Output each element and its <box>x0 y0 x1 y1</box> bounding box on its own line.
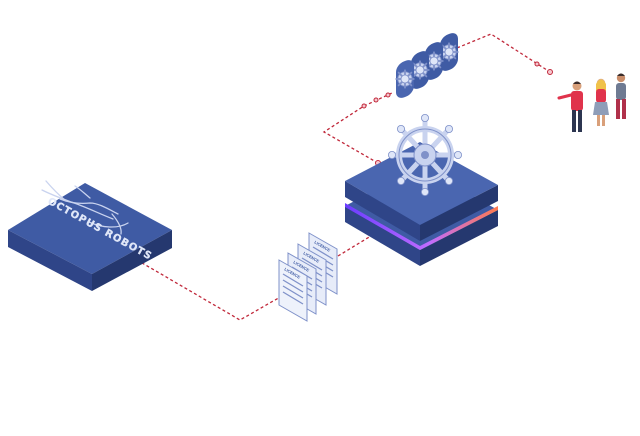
connector-nodes <box>134 61 553 263</box>
people-group <box>557 73 626 132</box>
brand-platform: OCTOPUS ROBOTS <box>8 180 172 291</box>
person-icon <box>616 73 626 119</box>
octopus-icon <box>41 180 129 235</box>
license-documents: LICENCE LICENCE LICENCE LICENCE <box>278 232 338 322</box>
connector-server-to-gears <box>322 92 393 164</box>
connector-brand-to-documents <box>136 259 283 321</box>
gear-strip <box>395 33 459 98</box>
ship-wheel-icon <box>388 114 462 197</box>
person-icon <box>557 81 583 132</box>
gear-card <box>395 60 415 98</box>
connector-gears-to-people <box>451 33 551 73</box>
gear-card <box>410 51 430 89</box>
gear-card <box>439 33 459 71</box>
gear-icon <box>395 69 415 89</box>
person-icon <box>593 78 609 126</box>
document-icon: LICENCE <box>278 259 308 322</box>
connector-lines <box>136 33 551 321</box>
server-stack <box>345 114 498 266</box>
